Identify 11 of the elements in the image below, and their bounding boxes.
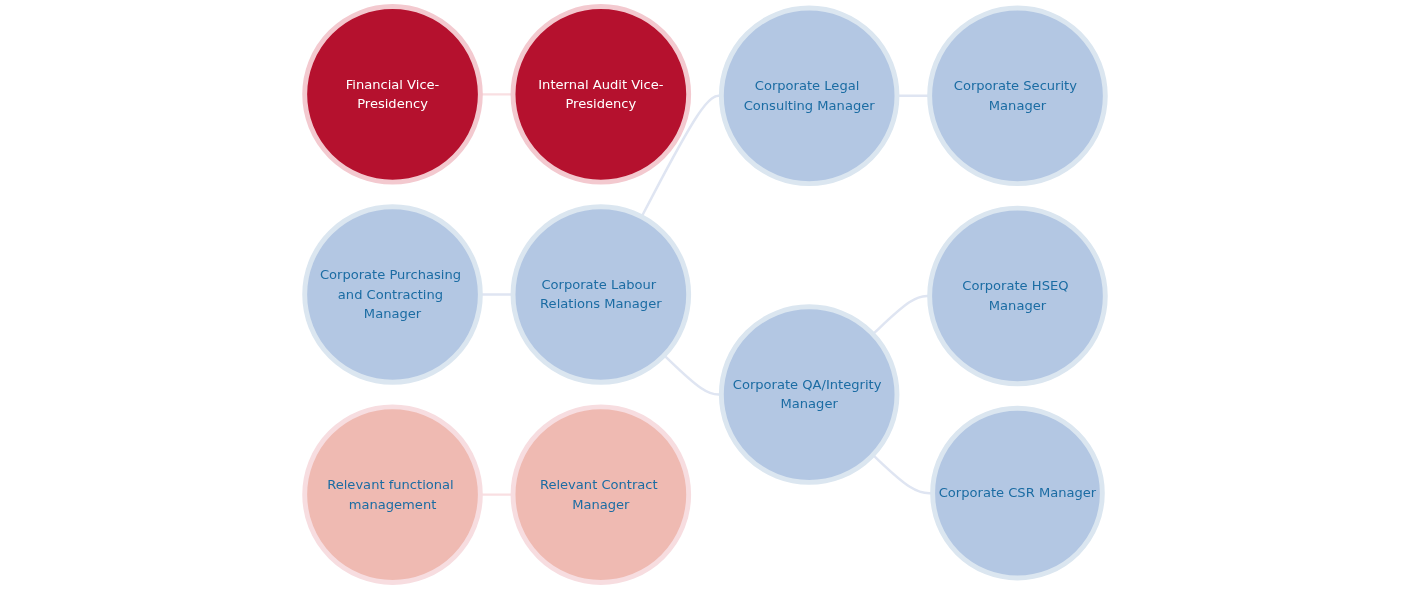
node-circle: Corporate QA/Integrity Manager — [718, 304, 900, 485]
node-circle: Corporate HSEQ Manager — [927, 205, 1108, 387]
node-circle: Financial Vice-Presidency — [302, 4, 483, 185]
node-circle: Corporate Purchasing and Contracting Manager — [302, 204, 483, 385]
node-circle: Internal Audit Vice-Presidency — [510, 4, 692, 185]
node-circle: Corporate Legal Consulting Manager — [718, 5, 900, 187]
node-circle: Relevant Contract Manager — [510, 404, 692, 585]
node-circle: Corporate Security Manager — [927, 5, 1108, 187]
node-circle: Corporate CSR Manager — [930, 405, 1105, 581]
node-circle: Corporate Labour Relations Manager — [510, 204, 692, 385]
node-circle: Relevant functional management — [302, 404, 483, 585]
